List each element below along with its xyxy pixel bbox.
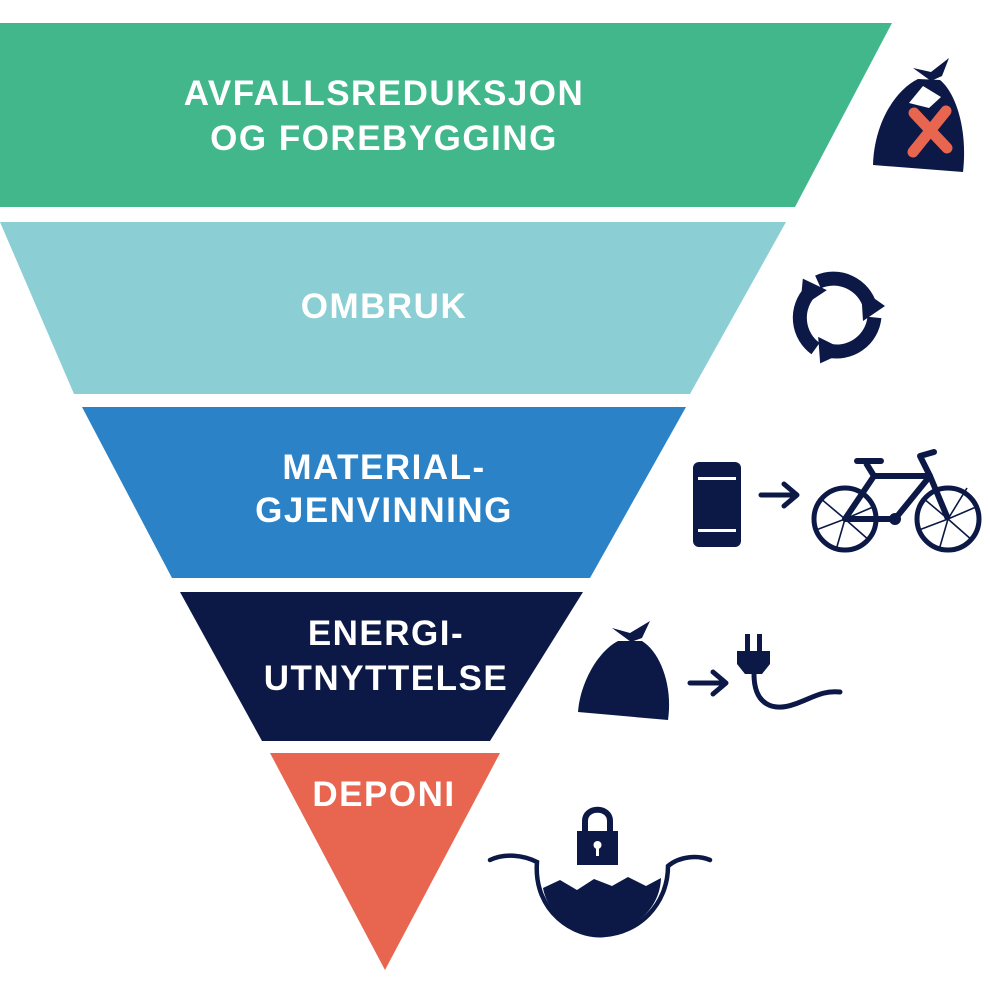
level-reuse-label: OMBRUK — [301, 287, 467, 326]
level-material-recycling-label-line1: MATERIAL- — [282, 448, 485, 487]
level-waste-reduction-label-line2: OG FOREBYGGING — [210, 119, 558, 158]
level-landfill-band — [270, 753, 500, 970]
arrow-right-icon — [758, 481, 800, 509]
level-landfill-label: DEPONI — [312, 775, 455, 814]
padlock-icon — [577, 806, 618, 865]
level-waste-reduction-label-line1: AVFALLSREDUKSJON — [184, 74, 585, 113]
recycle-arrows-icon — [792, 271, 885, 364]
cross-mark-icon — [907, 105, 953, 158]
level-material-recycling-label-line2: GJENVINNING — [255, 491, 513, 530]
locked-landfill-icon — [487, 806, 713, 938]
trash-bag-to-plug-icon — [578, 621, 843, 720]
bicycle-icon — [811, 449, 982, 553]
trash-bag-icon — [578, 621, 670, 720]
level-landfill: DEPONI — [270, 753, 500, 970]
level-material-recycling: MATERIAL- GJENVINNING — [82, 407, 686, 578]
can-to-bicycle-icon — [693, 449, 982, 553]
level-energy-recovery-label-line2: UTNYTTELSE — [264, 659, 508, 698]
level-reuse: OMBRUK — [0, 222, 786, 394]
level-material-recycling-band — [82, 407, 686, 578]
can-icon — [693, 462, 741, 547]
level-energy-recovery: ENERGI- UTNYTTELSE — [180, 592, 583, 741]
level-waste-reduction: AVFALLSREDUKSJON OG FOREBYGGING — [0, 23, 892, 207]
trash-bag-crossed-icon — [873, 58, 965, 172]
electric-plug-icon — [737, 634, 843, 710]
level-reuse-band — [0, 222, 786, 394]
landfill-pit-icon — [487, 853, 713, 938]
level-waste-reduction-band — [0, 23, 892, 207]
arrow-right-icon — [687, 669, 729, 697]
level-energy-recovery-band — [180, 592, 583, 741]
level-energy-recovery-label-line1: ENERGI- — [308, 614, 464, 653]
